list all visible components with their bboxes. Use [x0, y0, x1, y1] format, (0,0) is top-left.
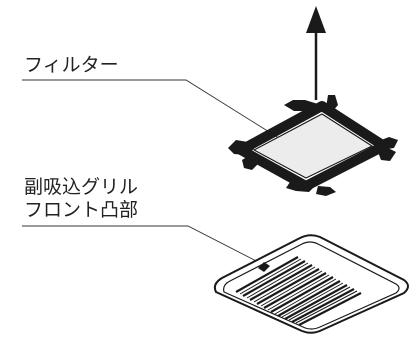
- grille-label-line2: フロント凸部: [24, 199, 139, 221]
- sub-intake-grille: [213, 234, 409, 334]
- filter: [228, 95, 398, 196]
- filter-leader-line: [22, 79, 283, 141]
- up-arrow-icon: [306, 6, 326, 100]
- grille-label-line1: 副吸込グリル: [24, 176, 139, 198]
- filter-label: フィルター: [24, 54, 119, 76]
- grille-leader-line: [22, 225, 267, 267]
